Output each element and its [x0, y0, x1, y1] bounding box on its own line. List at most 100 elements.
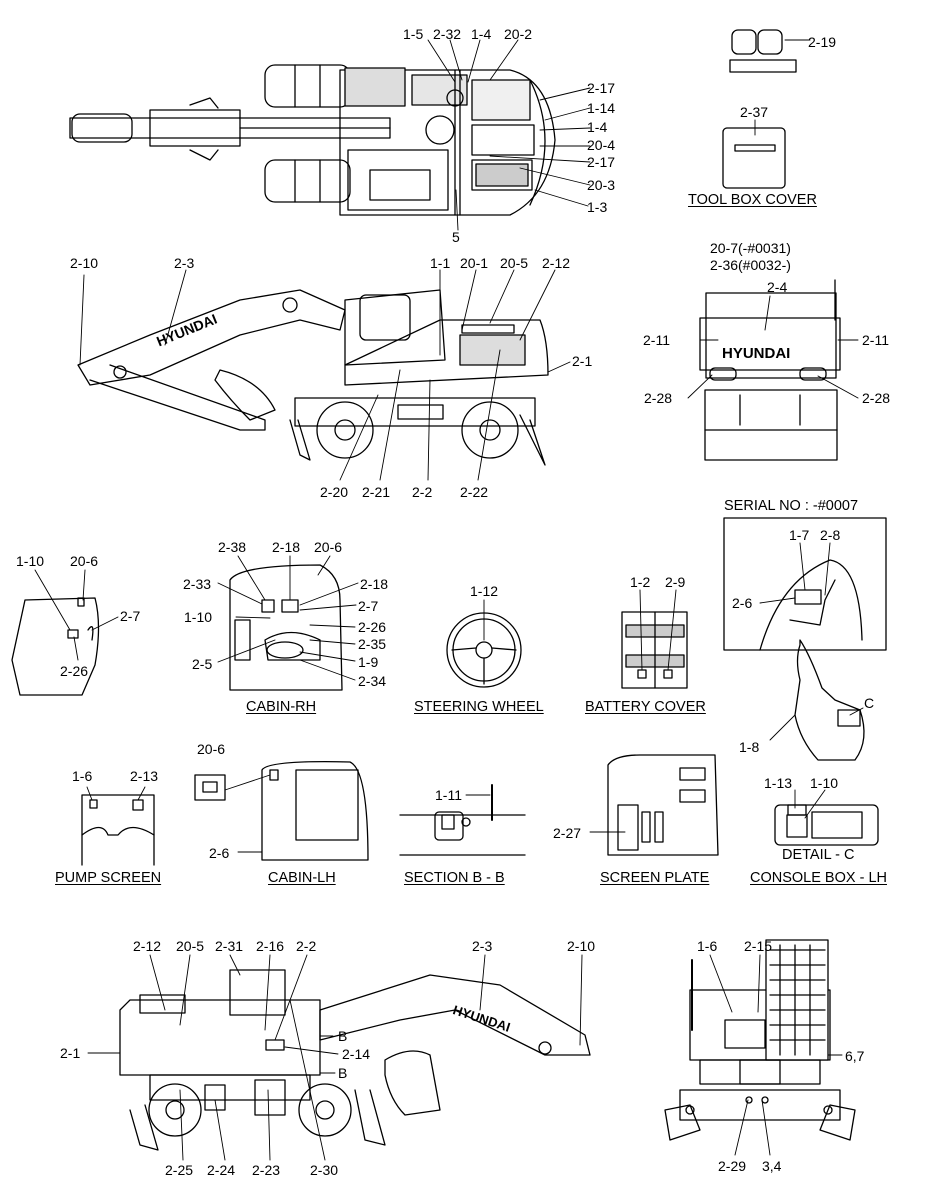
bottom-side-drawing: [120, 970, 590, 1150]
label-1-14: 1-14: [587, 100, 616, 116]
label-5: 5: [452, 229, 460, 245]
label-1-12: 1-12: [470, 583, 499, 599]
label-2-32: 2-32: [433, 26, 462, 42]
caption-detail-c: DETAIL - C: [782, 847, 855, 863]
top-view-leaders: [428, 40, 590, 230]
screen-plate-drawing: [590, 755, 718, 855]
label-2-15: 2-15: [744, 938, 773, 954]
caption-section-b-b: SECTION B - B: [404, 870, 505, 886]
label-2-7: 2-7: [120, 608, 141, 624]
label-20-6: 20-6: [70, 553, 99, 569]
label-1-8: 1-8: [739, 739, 760, 755]
label-1-10: 1-10: [810, 775, 839, 791]
label-2-28-left: 2-28: [644, 390, 673, 406]
label-2-3: 2-3: [174, 255, 195, 271]
serial-box-drawing: [724, 518, 886, 650]
label-2-11-right: 2-11: [862, 332, 889, 348]
label-2-25: 2-25: [165, 1162, 194, 1178]
bottom-rear-drawing: [665, 940, 855, 1140]
label-2-4: 2-4: [767, 279, 788, 295]
label-20-2: 20-2: [504, 26, 533, 42]
label-20-6: 20-6: [314, 539, 343, 555]
label-2-20: 2-20: [320, 484, 349, 500]
label-2-37: 2-37: [740, 104, 769, 120]
label-2-36: 2-36(#0032-): [710, 257, 791, 273]
label-2-10: 2-10: [70, 255, 99, 271]
label-2-22: 2-22: [460, 484, 489, 500]
label-20-7: 20-7(-#0031): [710, 240, 791, 256]
label-2-21: 2-21: [362, 484, 391, 500]
label-2-29: 2-29: [718, 1158, 747, 1174]
caption-cabin-rh: CABIN-RH: [246, 699, 317, 715]
label-2-1: 2-1: [572, 353, 593, 369]
bottom-side-leaders: [88, 955, 582, 1160]
label-20-6: 20-6: [197, 741, 226, 757]
label-20-3: 20-3: [587, 177, 616, 193]
label-2-2: 2-2: [412, 484, 433, 500]
label-6-7: 6,7: [845, 1048, 865, 1064]
label-2-18: 2-18: [272, 539, 301, 555]
label-1-3: 1-3: [587, 199, 608, 215]
label-2-16: 2-16: [256, 938, 285, 954]
label-2-23: 2-23: [252, 1162, 281, 1178]
label-1-4: 1-4: [587, 119, 608, 135]
label-1-1: 1-1: [430, 255, 451, 271]
label-2-8: 2-8: [820, 527, 841, 543]
rear-view-drawing: [700, 280, 840, 460]
steering-wheel-drawing: [447, 600, 521, 687]
pump-screen-drawing: [82, 787, 154, 865]
cabin-rh-drawing: [230, 565, 342, 690]
label-1-10: 1-10: [184, 609, 213, 625]
caption-battery-cover: BATTERY COVER: [585, 699, 706, 715]
battery-cover-drawing: [622, 590, 687, 688]
label-2-12: 2-12: [133, 938, 162, 954]
label-2-26: 2-26: [358, 619, 387, 635]
label-2-13: 2-13: [130, 768, 159, 784]
label-2-31: 2-31: [215, 938, 244, 954]
label-1-6: 1-6: [72, 768, 93, 784]
label-2-26: 2-26: [60, 663, 89, 679]
label-2-30: 2-30: [310, 1162, 339, 1178]
label-2-9: 2-9: [665, 574, 686, 590]
bottom-rear-leaders: [710, 955, 842, 1155]
label-2-17: 2-17: [587, 80, 616, 96]
label-1-13: 1-13: [764, 775, 793, 791]
label-20-5: 20-5: [500, 255, 529, 271]
brand-logo-rear: HYUNDAI: [722, 345, 791, 362]
label-1-5: 1-5: [403, 26, 424, 42]
label-2-11-left: 2-11: [643, 332, 670, 348]
label-20-5: 20-5: [176, 938, 205, 954]
label-c: C: [864, 695, 875, 711]
label-2-19: 2-19: [808, 34, 837, 50]
console-c-drawing: [770, 640, 864, 760]
label-2-33: 2-33: [183, 576, 212, 592]
label-2-27: 2-27: [553, 825, 582, 841]
label-2-35: 2-35: [358, 636, 387, 652]
label-b-upper: B: [338, 1028, 348, 1044]
label-2-3: 2-3: [472, 938, 493, 954]
label-2-6: 2-6: [209, 845, 230, 861]
label-2-10: 2-10: [567, 938, 596, 954]
label-2-34: 2-34: [358, 673, 387, 689]
top-view-drawing: [70, 65, 555, 215]
side-view-drawing: [78, 290, 548, 465]
caption-steering-wheel: STEERING WHEEL: [414, 699, 544, 715]
rear-view-leaders: [688, 296, 858, 398]
label-2-7: 2-7: [358, 598, 379, 614]
cabin-rh-leaders: [218, 556, 358, 680]
label-20-4: 20-4: [587, 137, 616, 153]
label-2-12: 2-12: [542, 255, 571, 271]
cab-left-drawing: [12, 570, 118, 695]
label-2-5: 2-5: [192, 656, 213, 672]
detail-c-drawing: [775, 790, 878, 845]
section-bb-drawing: [400, 785, 525, 855]
side-view-leaders: [80, 270, 570, 480]
label-20-1: 20-1: [460, 255, 489, 271]
caption-console-box-lh: CONSOLE BOX - LH: [750, 870, 887, 886]
caption-tool-box-cover: TOOL BOX COVER: [688, 192, 817, 208]
top-right-drawing: [723, 30, 810, 188]
label-2-2: 2-2: [296, 938, 317, 954]
label-1-10: 1-10: [16, 553, 45, 569]
caption-screen-plate: SCREEN PLATE: [600, 870, 710, 886]
